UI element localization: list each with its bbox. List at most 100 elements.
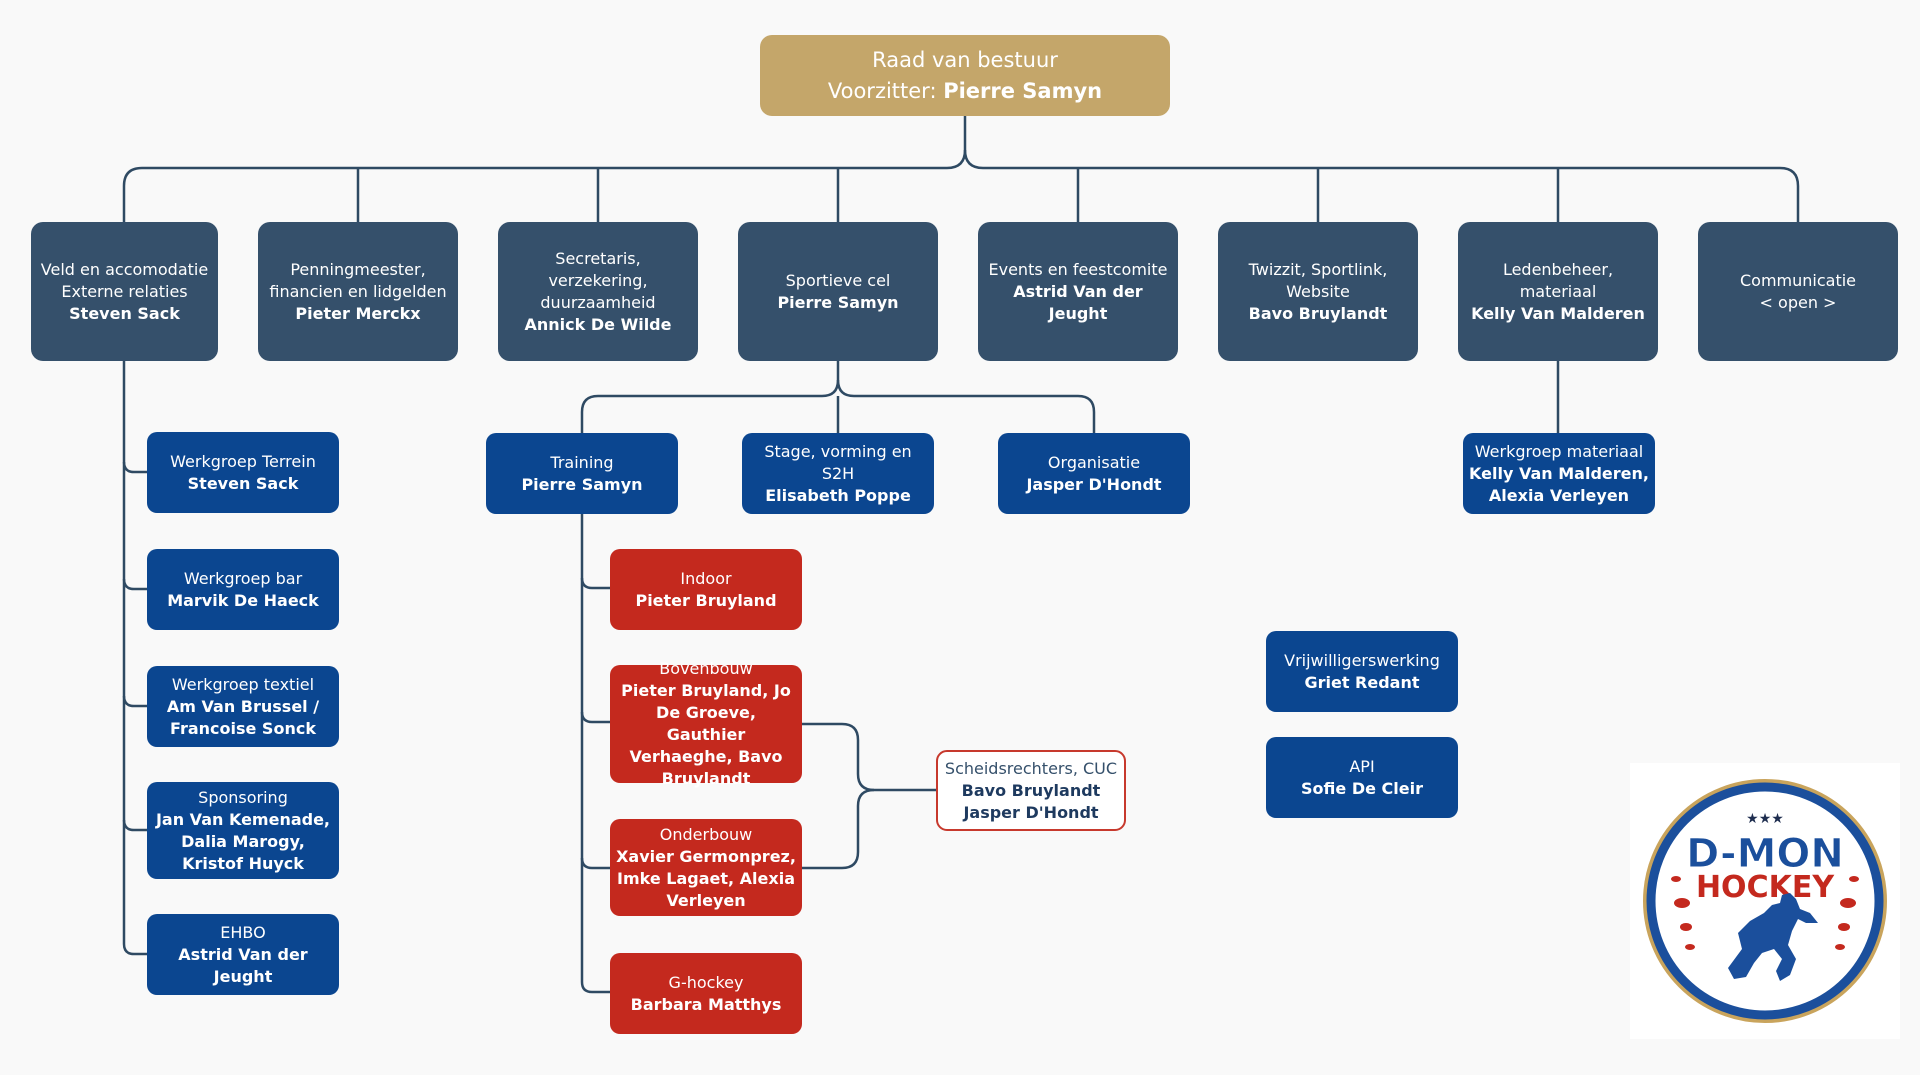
volunteers-label: Vrijwilligerswerking <box>1284 650 1440 670</box>
workgroup-label: Werkgroep bar <box>183 568 303 588</box>
department-head: Annick De Wilde <box>524 314 672 334</box>
logo-dot <box>1840 898 1856 908</box>
connector <box>802 788 875 870</box>
logo-dots-right <box>1835 876 1859 950</box>
connector <box>122 360 148 956</box>
training-bovenbouw: Bovenbouw Pieter Bruyland, Jo De Groeve,… <box>610 659 802 788</box>
connector <box>356 168 1560 222</box>
workgroup-textiel: Werkgroep textiel Am Van Brussel / Franc… <box>147 666 339 747</box>
workgroup-bar: Werkgroep bar Marvik De Haeck <box>147 549 339 630</box>
department-label: Secretaris, verzekering, <box>548 248 648 290</box>
workgroup-label: Sponsoring <box>198 787 288 807</box>
board-chair-name: Pierre Samyn <box>943 78 1103 103</box>
logo-dot <box>1835 944 1845 950</box>
training-onderbouw: Onderbouw Xavier Germonprez, Imke Lagaet… <box>610 819 802 916</box>
sport-head: Pierre Samyn <box>521 474 643 494</box>
sport-training: Training Pierre Samyn <box>486 433 678 514</box>
logo-text-hockey: HOCKEY <box>1696 870 1835 905</box>
workgroup-head: Steven Sack <box>187 473 299 493</box>
department-label: Veld en accomodatie <box>40 259 209 279</box>
connector <box>122 461 148 832</box>
sport-label: Stage, vorming en S2H <box>764 441 912 483</box>
club-logo: ★★★ D-MON HOCKEY <box>1630 763 1900 1039</box>
api-box: API Sofie De Cleir <box>1266 737 1458 818</box>
training-label: Onderbouw <box>659 824 753 844</box>
training-indoor: Indoor Pieter Bruyland <box>610 549 802 630</box>
department-veld: Veld en accomodatie Externe relaties Ste… <box>31 222 218 361</box>
department-label: Communicatie <box>1739 270 1857 290</box>
connector <box>802 722 937 792</box>
department-label: < open > <box>1759 292 1837 312</box>
department-label: Sportieve cel <box>785 270 891 290</box>
sport-head: Jasper D'Hondt <box>1026 474 1162 494</box>
logo-text-dmon: D-MON <box>1686 831 1844 877</box>
workgroup-terrein: Werkgroep Terrein Steven Sack <box>147 432 339 513</box>
logo-graphic: ★★★ D-MON HOCKEY <box>1643 779 1887 1023</box>
connector <box>836 379 1096 434</box>
sport-head: Elisabeth Poppe <box>765 485 911 505</box>
training-label: Bovenbouw <box>659 659 753 678</box>
workgroup-head: Am Van Brussel / Francoise Sonck <box>166 696 320 738</box>
department-head: Steven Sack <box>69 303 180 323</box>
connector <box>963 115 1800 222</box>
volunteers-box: Vrijwilligerswerking Griet Redant <box>1266 631 1458 712</box>
board-box: Raad van bestuur Voorzitter: Pierre Samy… <box>760 35 1170 116</box>
department-twizzit: Twizzit, Sportlink, Website Bavo Bruylan… <box>1218 222 1418 361</box>
department-head: Bavo Bruylandt <box>1248 303 1388 323</box>
department-label: Ledenbeheer, materiaal <box>1502 259 1614 301</box>
workgroup-ehbo: EHBO Astrid Van der Jeught <box>147 914 339 995</box>
workgroup-materiaal: Werkgroep materiaal Kelly Van Malderen, … <box>1463 433 1655 514</box>
workgroup-label: Werkgroep materiaal <box>1474 441 1644 461</box>
department-secretaris: Secretaris, verzekering, duurzaamheid An… <box>498 222 698 361</box>
department-label: Events en feestcomite <box>988 259 1168 279</box>
workgroup-head: Marvik De Haeck <box>167 590 319 610</box>
department-events: Events en feestcomite Astrid Van der Jeu… <box>978 222 1178 361</box>
training-g-hockey: G-hockey Barbara Matthys <box>610 953 802 1034</box>
workgroup-head: Kelly Van Malderen, Alexia Verleyen <box>1469 463 1649 505</box>
training-label: Indoor <box>680 568 732 588</box>
logo-dot <box>1680 923 1692 931</box>
api-head: Sofie De Cleir <box>1301 778 1423 798</box>
api-label: API <box>1349 756 1375 776</box>
connector <box>580 577 610 870</box>
training-head: Pieter Bruyland <box>635 590 777 610</box>
volunteers-head: Griet Redant <box>1304 672 1420 692</box>
connector <box>580 513 610 994</box>
department-label: Twizzit, Sportlink, <box>1248 259 1388 279</box>
workgroup-label: Werkgroep Terrein <box>170 451 316 471</box>
workgroup-head: Astrid Van der Jeught <box>178 944 308 986</box>
department-label: Website <box>1286 281 1350 301</box>
department-head: Astrid Van der Jeught <box>1013 281 1143 323</box>
department-ledenbeheer: Ledenbeheer, materiaal Kelly Van Maldere… <box>1458 222 1658 361</box>
logo-dots-left <box>1671 876 1695 950</box>
connector <box>580 360 840 434</box>
sport-label: Training <box>550 452 614 472</box>
department-label: financien en lidgelden <box>269 281 447 301</box>
workgroup-label: Werkgroep textiel <box>171 674 315 694</box>
referees-head: Jasper D'Hondt <box>963 802 1099 822</box>
department-head: Pieter Merckx <box>295 303 421 323</box>
department-communicatie: Communicatie < open > <box>1698 222 1898 361</box>
rider-on-horse-icon <box>1728 893 1818 981</box>
logo-blue-ring <box>1646 782 1884 1020</box>
logo-dot <box>1671 876 1681 882</box>
logo-dot <box>1849 876 1859 882</box>
training-label: G-hockey <box>668 972 744 992</box>
connector <box>122 149 967 222</box>
board-chair-prefix: Voorzitter: <box>827 78 944 103</box>
sport-organisatie: Organisatie Jasper D'Hondt <box>998 433 1190 514</box>
training-head: Pieter Bruyland, Jo De Groeve, Gauthier … <box>621 681 791 788</box>
department-label: duurzaamheid <box>540 292 656 312</box>
department-head: Pierre Samyn <box>777 292 899 312</box>
board-chair: Voorzitter: Pierre Samyn <box>828 76 1102 107</box>
training-head: Barbara Matthys <box>630 994 782 1014</box>
referees-head: Bavo Bruylandt <box>961 780 1101 800</box>
department-sportieve-cel: Sportieve cel Pierre Samyn <box>738 222 938 361</box>
department-label: Externe relaties <box>61 281 188 301</box>
referees-box: Scheidsrechters, CUC Bavo Bruylandt Jasp… <box>936 750 1126 831</box>
board-title: Raad van bestuur <box>872 47 1058 72</box>
logo-dot <box>1685 944 1695 950</box>
logo-dot <box>1674 898 1690 908</box>
workgroup-label: EHBO <box>220 922 266 942</box>
